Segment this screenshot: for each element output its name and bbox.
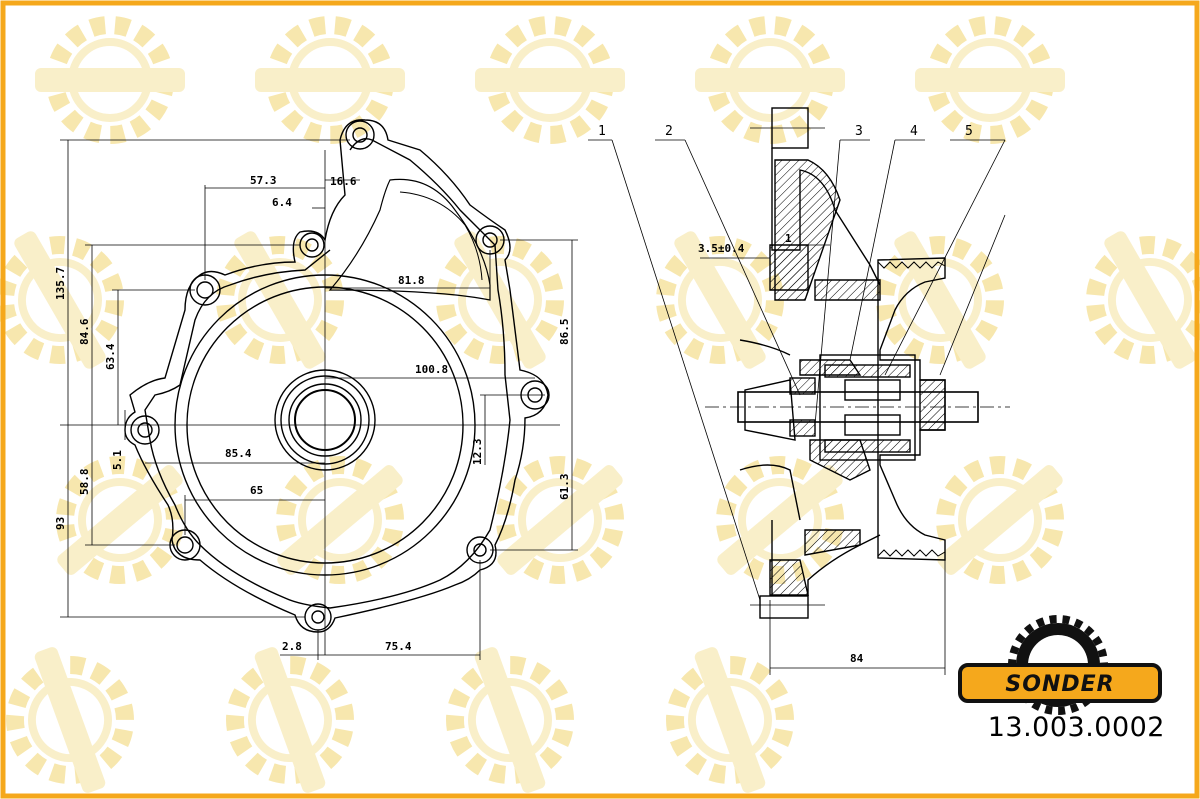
dim-100-8: 100.8 <box>415 363 448 376</box>
dim-3-5: 3.5±0.4 <box>698 242 745 255</box>
callout-2: 2 <box>665 124 673 139</box>
callout-5: 5 <box>965 124 973 139</box>
bolt-hole <box>304 603 332 631</box>
dim-86-5: 86.5 <box>558 319 571 346</box>
dim-61-3: 61.3 <box>558 474 571 501</box>
dim-65: 65 <box>250 484 263 497</box>
dim-58-8: 58.8 <box>78 469 91 496</box>
callout-3: 3 <box>855 124 863 139</box>
logo-text: SONDER <box>1005 672 1114 697</box>
part-number: 13.003.0002 <box>987 712 1165 743</box>
dim-85-4: 85.4 <box>225 447 252 460</box>
dim-2-8: 2.8 <box>282 640 302 653</box>
front-view <box>60 119 578 660</box>
dim-84-6: 84.6 <box>78 318 91 345</box>
dim-57-3: 57.3 <box>250 174 277 187</box>
callout-1: 1 <box>598 124 606 139</box>
dim-93: 93 <box>54 517 67 530</box>
dim-84: 84 <box>850 652 864 665</box>
bolt-hole <box>130 415 160 445</box>
bolt-hole <box>466 536 494 564</box>
dim-5-1: 5.1 <box>111 450 124 470</box>
bolt-hole <box>345 120 375 150</box>
sonder-logo: SONDER <box>958 615 1162 715</box>
dim-16-6: 16.6 <box>330 175 357 188</box>
front-dimension-labels: 57.3 16.6 6.4 81.8 100.8 85.4 65 2.8 75.… <box>54 174 571 653</box>
dim-63-4: 63.4 <box>104 343 117 370</box>
dim-81-8: 81.8 <box>398 274 425 287</box>
dim-1: 1 <box>785 232 792 245</box>
dim-75-4: 75.4 <box>385 640 412 653</box>
dim-12-3: 12.3 <box>471 439 484 466</box>
dim-135-7: 135.7 <box>54 267 67 300</box>
kidney-window <box>328 178 491 301</box>
dim-6-4: 6.4 <box>272 196 292 209</box>
callout-4: 4 <box>910 124 918 139</box>
side-view <box>588 107 1010 675</box>
side-callouts: 1 2 3 4 5 3.5±0.4 1 84 <box>598 124 973 665</box>
